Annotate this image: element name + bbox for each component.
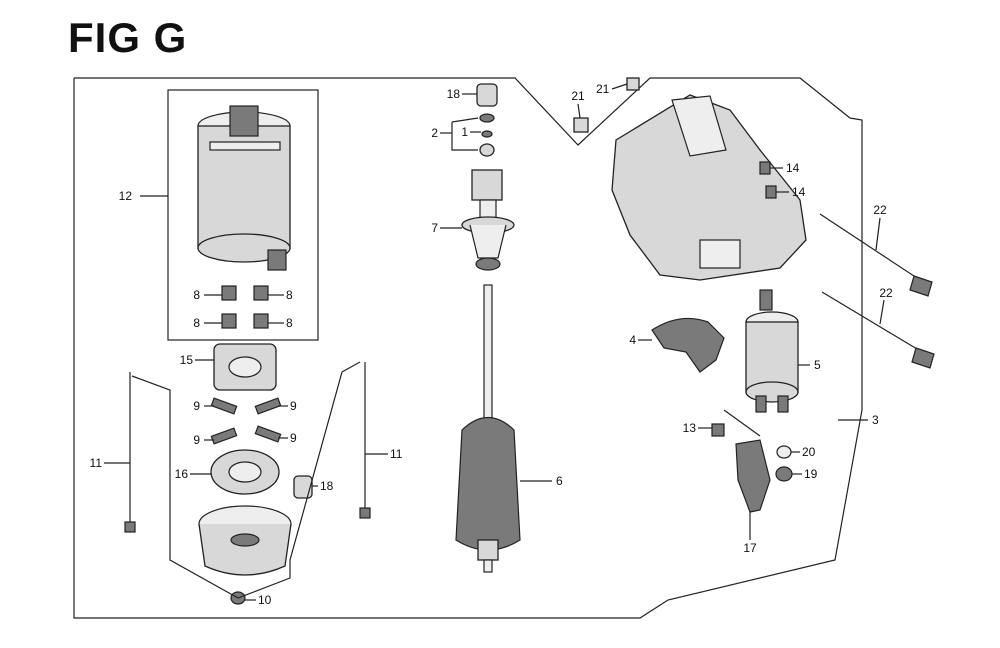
callout-2: 2 [431, 126, 438, 140]
callout-11: 11 [390, 447, 403, 461]
callout-8: 8 [286, 316, 293, 330]
shift-lever [651, 317, 725, 373]
pin-lower [573, 117, 589, 133]
callout-13: 13 [683, 421, 697, 435]
callout-8: 8 [286, 288, 293, 302]
carbon-brushes [221, 285, 269, 329]
callout-12: 12 [119, 189, 133, 203]
leader-lines [104, 83, 885, 601]
callout-19: 19 [804, 467, 818, 481]
figure-title: FIG G [68, 14, 188, 61]
nut-19 [775, 466, 793, 482]
callout-21: 21 [571, 89, 585, 103]
end-cover [198, 505, 292, 576]
callout-7: 7 [431, 221, 438, 235]
callout-18: 18 [447, 87, 461, 101]
solenoid [745, 289, 799, 413]
pin-upper [626, 77, 640, 91]
lower-bushing [293, 475, 313, 499]
brush-holder [213, 343, 277, 391]
callout-labels: 12 8 8 8 8 15 9 9 9 9 16 18 11 11 10 18 … [90, 82, 893, 607]
callout-8: 8 [193, 316, 200, 330]
shims [479, 113, 495, 157]
callout-18: 18 [320, 479, 334, 493]
callout-20: 20 [802, 445, 816, 459]
yoke-assembly [197, 105, 291, 271]
callout-4: 4 [629, 333, 636, 347]
callout-1: 1 [461, 125, 468, 139]
terminal-bracket [735, 439, 771, 513]
callout-22: 22 [879, 286, 893, 300]
callout-14: 14 [792, 185, 806, 199]
callout-15: 15 [180, 353, 194, 367]
mounting-bolts [819, 213, 935, 369]
callout-22: 22 [873, 203, 887, 217]
washer-20 [776, 445, 792, 459]
upper-bushing [476, 83, 498, 107]
callout-6: 6 [556, 474, 563, 488]
callout-9: 9 [290, 399, 297, 413]
callout-8: 8 [193, 288, 200, 302]
nut-upper [759, 161, 771, 175]
bolt-guide-lines [131, 361, 361, 599]
callout-21: 21 [596, 82, 610, 96]
callout-11: 11 [90, 456, 103, 470]
callout-17: 17 [743, 541, 757, 555]
callout-16: 16 [175, 467, 189, 481]
callout-10: 10 [258, 593, 272, 607]
callout-3: 3 [872, 413, 879, 427]
callout-9: 9 [193, 433, 200, 447]
assembly-boundary [73, 77, 863, 619]
nut-lower [765, 185, 777, 199]
through-bolts [124, 362, 371, 533]
pinion-drive [461, 169, 515, 271]
yoke-group-box [167, 89, 319, 341]
motor-housing [611, 94, 807, 281]
armature [455, 284, 521, 573]
callout-9: 9 [193, 399, 200, 413]
callout-9: 9 [290, 431, 297, 445]
brush-springs [210, 397, 282, 445]
small-bolt [711, 423, 725, 437]
callout-14: 14 [786, 161, 800, 175]
brush-plate [210, 449, 280, 495]
callout-5: 5 [814, 358, 821, 372]
